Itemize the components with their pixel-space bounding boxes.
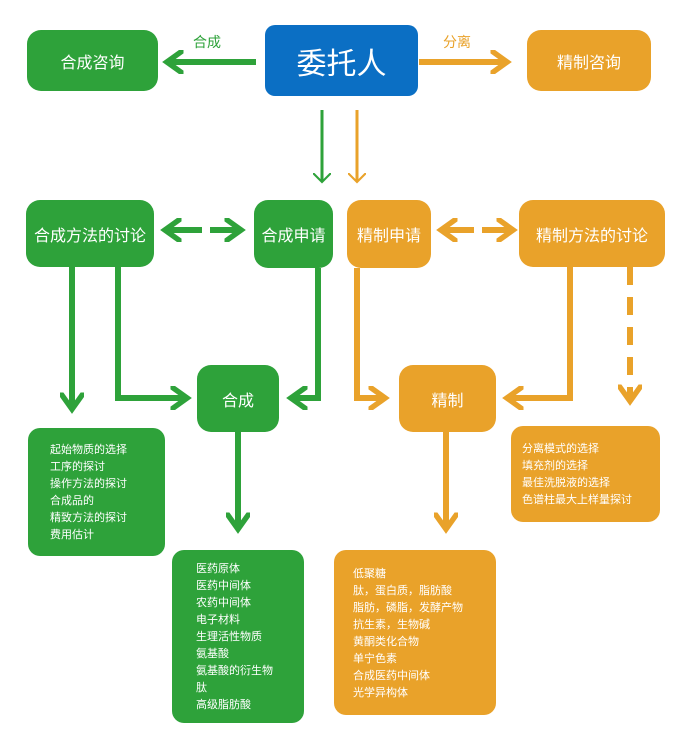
refine-method-discussion-box: 精制方法的讨论 bbox=[519, 200, 665, 267]
list-item: 农药中间体 bbox=[196, 596, 251, 609]
list-item: 合成医药中间体 bbox=[353, 668, 430, 682]
label-separation: 分离 bbox=[443, 35, 471, 51]
refine-products-list: 低聚糖 肽，蛋白质，脂肪酸 脂肪，磷脂，发酵产物 抗生素，生物碱 黄酮类化合物 … bbox=[334, 550, 496, 715]
arrow-refine-method-to-refining bbox=[508, 267, 573, 398]
list-item: 肽 bbox=[196, 681, 207, 694]
synthesis-consult-box: 合成咨询 bbox=[27, 30, 158, 91]
synth-application-label: 合成申请 bbox=[261, 226, 326, 245]
refine-consult-box: 精制咨询 bbox=[527, 30, 651, 91]
list-item: 黄酮类化合物 bbox=[353, 634, 419, 648]
list-item: 医药原体 bbox=[196, 562, 240, 575]
synth-method-list: 起始物质的选择 工序的探讨 操作方法的探讨 合成品的 精致方法的探讨 费用估计 bbox=[28, 428, 165, 556]
synth-products-list: 医药原体 医药中间体 农药中间体 电子材料 生理活性物质 氨基酸 氨基酸的衍生物… bbox=[172, 550, 304, 723]
list-item: 氨基酸的衍生物 bbox=[196, 664, 273, 677]
list-item: 最佳洗脱液的选择 bbox=[522, 476, 610, 489]
arrow-synth-method-to-synthesis bbox=[115, 267, 186, 398]
refine-method-discussion-label: 精制方法的讨论 bbox=[535, 225, 648, 245]
refine-consult-label: 精制咨询 bbox=[556, 52, 621, 72]
client-box: 委托人 bbox=[265, 25, 418, 96]
synthesis-label: 合成 bbox=[221, 390, 254, 410]
list-item: 合成品的 bbox=[50, 494, 94, 507]
list-item: 起始物质的选择 bbox=[50, 443, 127, 456]
list-item: 光学异构体 bbox=[353, 685, 408, 699]
list-item: 氨基酸 bbox=[196, 647, 229, 660]
list-item: 脂肪，磷脂，发酵产物 bbox=[353, 600, 463, 614]
refine-method-list: 分离模式的选择 填充剂的选择 最佳洗脱液的选择 色谱柱最大上样量探讨 bbox=[511, 426, 660, 522]
refine-application-box: 精制申请 bbox=[347, 200, 431, 268]
synthesis-box: 合成 bbox=[197, 365, 279, 432]
list-item: 费用估计 bbox=[50, 528, 94, 541]
list-item: 操作方法的探讨 bbox=[50, 477, 127, 490]
synth-method-discussion-label: 合成方法的讨论 bbox=[33, 225, 146, 245]
list-item: 低聚糖 bbox=[353, 566, 386, 580]
list-item: 肽，蛋白质，脂肪酸 bbox=[353, 583, 452, 597]
list-item: 抗生素，生物碱 bbox=[353, 617, 430, 631]
list-item: 填充剂的选择 bbox=[522, 459, 588, 472]
list-item: 工序的探讨 bbox=[50, 460, 105, 473]
arrow-synth-app-to-synthesis bbox=[292, 268, 321, 398]
label-synthesis: 合成 bbox=[193, 35, 221, 51]
synth-application-box: 合成申请 bbox=[254, 200, 333, 268]
list-item: 高级脂肪酸 bbox=[196, 698, 251, 711]
list-item: 分离模式的选择 bbox=[522, 442, 599, 455]
list-item: 生理活性物质 bbox=[196, 630, 262, 643]
arrow-refine-app-to-refining bbox=[354, 268, 384, 398]
synthesis-consult-label: 合成咨询 bbox=[60, 52, 125, 72]
list-item: 电子材料 bbox=[196, 613, 240, 626]
list-item: 色谱柱最大上样量探讨 bbox=[522, 493, 632, 506]
list-item: 医药中间体 bbox=[196, 579, 251, 592]
client-label: 委托人 bbox=[296, 46, 387, 82]
refine-application-label: 精制申请 bbox=[356, 226, 421, 245]
list-item: 单宁色素 bbox=[353, 651, 397, 665]
refining-label: 精制 bbox=[431, 390, 464, 410]
list-item: 精致方法的探讨 bbox=[50, 511, 127, 524]
refining-box: 精制 bbox=[399, 365, 496, 432]
synth-method-discussion-box: 合成方法的讨论 bbox=[26, 200, 154, 267]
